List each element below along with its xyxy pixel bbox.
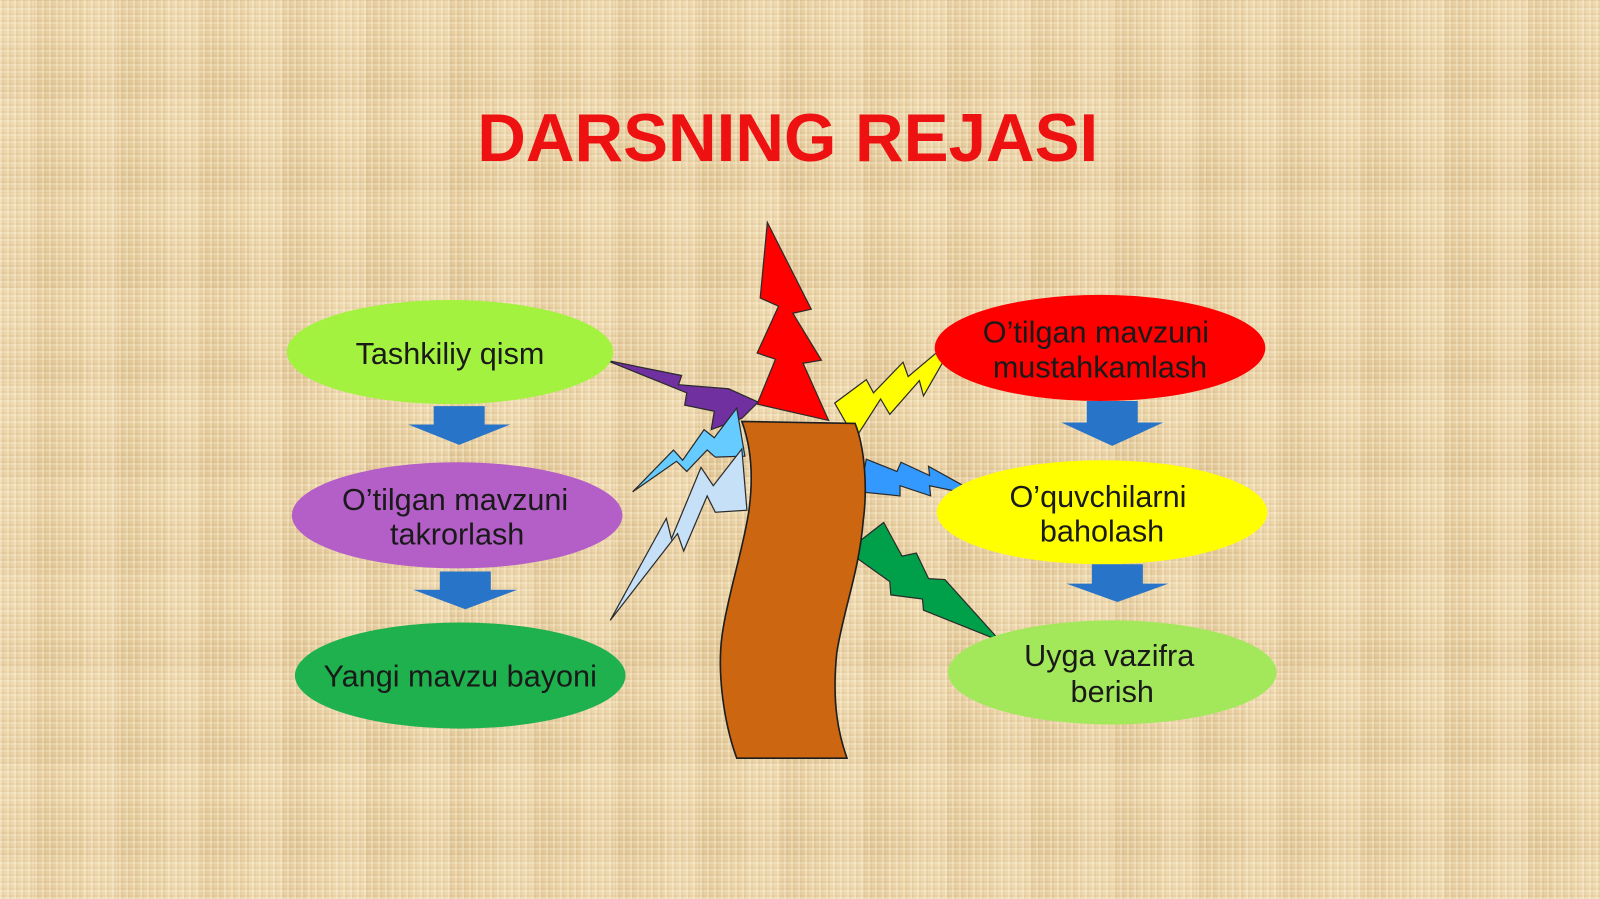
tree-trunk: [719, 420, 867, 759]
node-shape: [936, 460, 1268, 565]
node-label-line-2: takrorlash: [390, 518, 524, 552]
arrow-down-left-1: [408, 406, 511, 445]
node-label-line-2: berish: [1071, 675, 1154, 709]
bolt-green: [845, 521, 1001, 642]
bolt-purple: [605, 359, 760, 431]
node-shape: [947, 620, 1277, 725]
node-oquvchilarni-baholash: O’quvchilarni baholash: [936, 460, 1268, 565]
node-label-line-1: Uyga vazifra: [1024, 639, 1195, 673]
node-label-line-2: mustahkamlash: [993, 350, 1207, 384]
arrow-down-left-2: [413, 571, 518, 610]
node-shape: [294, 622, 626, 729]
node-yangi-mavzu-bayoni: Yangi mavzu bayoni: [294, 622, 626, 729]
arrow-down-right-1: [1061, 401, 1164, 446]
arrow-down-right-2: [1066, 564, 1169, 603]
slide-title: DARSNING REJASI: [477, 101, 1098, 176]
node-otilgan-mavzuni-takrorlash: O’tilgan mavzuni takrorlash: [291, 462, 623, 569]
node-shape: [291, 462, 623, 569]
node-shape: [934, 294, 1266, 402]
bolt-yellow: [833, 333, 960, 440]
node-label-line-1: O’quvchilarni: [1009, 480, 1186, 514]
node-label-line-2: baholash: [1040, 515, 1164, 549]
node-shape: [286, 300, 614, 405]
node-label: Tashkiliy qism: [356, 337, 545, 371]
node-tashkiliy-qism: Tashkiliy qism: [286, 300, 614, 405]
bolt-pale-blue: [609, 447, 748, 621]
node-label-line-1: O’tilgan mavzuni: [342, 483, 568, 517]
node-otilgan-mavzuni-mustahkamlash: O’tilgan mavzuni mustahkamlash: [934, 294, 1266, 402]
node-label: Yangi mavzu bayoni: [324, 660, 597, 694]
node-uyga-vazifra-berish: Uyga vazifra berish: [947, 620, 1277, 725]
bolt-light-blue: [632, 406, 746, 493]
bolt-red: [756, 220, 830, 422]
node-label-line-1: O’tilgan mavzuni: [983, 316, 1209, 350]
